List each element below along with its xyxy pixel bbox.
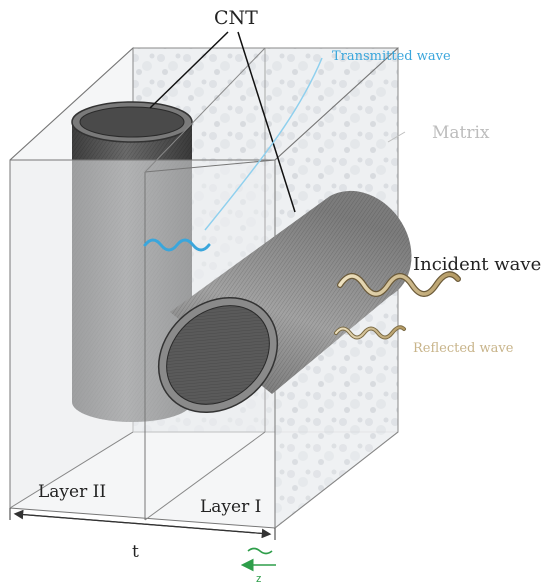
cnt-label: CNT: [214, 7, 258, 29]
layer-ii-label: Layer II: [38, 482, 106, 502]
cnt-horizontal-tube: [157, 190, 412, 414]
matrix-leader: [387, 131, 406, 143]
axis-indicator: [240, 547, 276, 572]
cnt-leader-lines: [149, 31, 296, 213]
thickness-dimension: [9, 508, 276, 540]
axis-label: z: [256, 573, 262, 585]
transmitted-wave: [143, 57, 323, 252]
transmitted-wave-label: Transmitted wave: [332, 49, 451, 64]
incident-wave: [337, 271, 461, 297]
thickness-label: t: [132, 542, 139, 562]
incident-wave-label: Incident wave: [413, 254, 541, 275]
layer-faces: [9, 47, 399, 529]
reflected-wave: [334, 325, 406, 340]
layer-i-label: Layer I: [200, 497, 261, 517]
matrix-label: Matrix: [432, 123, 490, 143]
reflected-wave-label: Reflected wave: [413, 341, 514, 356]
